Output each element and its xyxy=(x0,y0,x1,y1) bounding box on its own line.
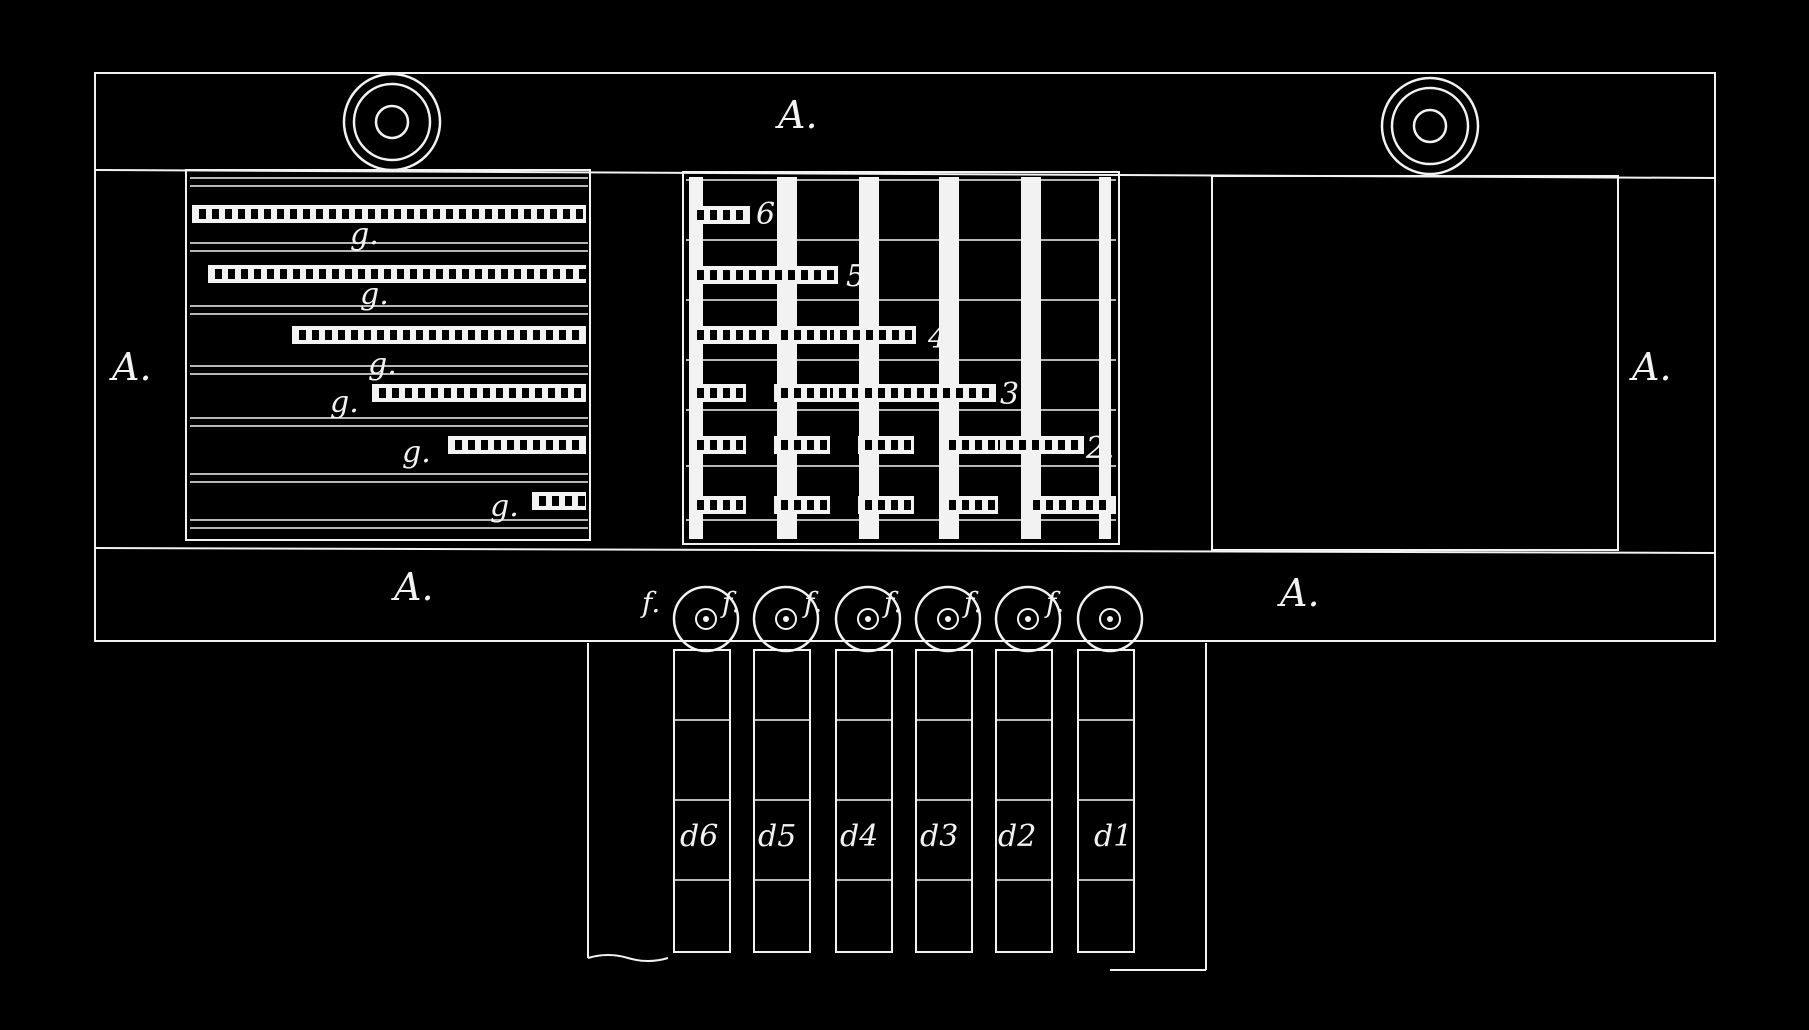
strip-label-6: d1 xyxy=(1094,819,1132,854)
frame-label-left: A. xyxy=(109,345,152,389)
comb-label-5: 2. xyxy=(1085,431,1115,466)
comb-label-3: 4. xyxy=(927,321,957,356)
roller-label-6: f. xyxy=(1044,586,1064,619)
roller-hub-3 xyxy=(857,608,879,630)
left-guide-panel-hatching xyxy=(190,177,588,529)
comb-segment-4-2 xyxy=(774,436,830,454)
card-strip-5 xyxy=(995,649,1053,953)
roller-hub-5 xyxy=(1017,608,1039,630)
comb-segment-2-1 xyxy=(690,326,746,344)
comb-segment-2-2 xyxy=(774,326,830,344)
frame-label-top: A. xyxy=(775,93,818,137)
strip-label-1: d6 xyxy=(680,819,718,854)
roller-axle-5 xyxy=(1025,616,1031,622)
card-strip-1 xyxy=(673,649,731,953)
comb-panel xyxy=(682,171,1120,545)
comb-segment-3-2 xyxy=(774,384,830,402)
roller-axle-2 xyxy=(783,616,789,622)
roller-label-2: f. xyxy=(720,586,740,619)
card-strip-4 xyxy=(915,649,973,953)
strip-label-5: d2 xyxy=(998,819,1036,854)
guide-bar-1 xyxy=(192,205,586,223)
frame-bottom-rail-line xyxy=(94,547,1716,554)
strip-label-2: d5 xyxy=(758,819,796,854)
frame-label-bottom-right: A. xyxy=(1277,571,1320,615)
guide-label-3: g. xyxy=(368,347,397,382)
outer-frame xyxy=(94,72,1716,642)
right-panel xyxy=(1211,175,1619,551)
guide-bar-5 xyxy=(448,436,586,454)
top-pulley-right xyxy=(1380,76,1480,176)
comb-segment-5-4 xyxy=(942,496,998,514)
comb-segment-4-4 xyxy=(942,436,998,454)
comb-segment-3-1 xyxy=(690,384,746,402)
guide-label-4: g. xyxy=(330,385,359,420)
comb-panel-rows xyxy=(686,179,1116,521)
guide-bar-2 xyxy=(208,265,586,283)
card-strip-3 xyxy=(835,649,893,953)
guide-label-1: g. xyxy=(350,217,379,252)
comb-panel-columns xyxy=(689,177,1111,539)
guide-label-5: g. xyxy=(402,435,431,470)
roller-axle-3 xyxy=(865,616,871,622)
strip-label-4: d3 xyxy=(920,819,958,854)
roller-hub-6 xyxy=(1099,608,1121,630)
comb-segment-5-1 xyxy=(690,496,746,514)
roller-axle-1 xyxy=(703,616,709,622)
comb-segment-1-1 xyxy=(690,266,746,284)
roller-hub-1 xyxy=(695,608,717,630)
comb-label-2: 5. xyxy=(846,259,875,294)
roller-hub-4 xyxy=(937,608,959,630)
roller-label-5: f. xyxy=(962,586,982,619)
comb-segment-3-3 xyxy=(858,384,914,402)
guide-bar-4 xyxy=(372,384,586,402)
top-pulley-left xyxy=(342,72,442,172)
comb-segment-4-1 xyxy=(690,436,746,454)
comb-segment-5-5 xyxy=(1026,496,1082,514)
roller-hub-2 xyxy=(775,608,797,630)
guide-bar-3 xyxy=(292,326,586,344)
comb-bar-1 xyxy=(690,206,750,224)
card-strip-6 xyxy=(1077,649,1135,953)
guide-label-2: g. xyxy=(360,277,389,312)
comb-segment-5-2 xyxy=(774,496,830,514)
strip-label-3: d4 xyxy=(840,819,878,854)
guide-bar-6 xyxy=(532,492,586,510)
roller-axle-6 xyxy=(1107,616,1113,622)
roller-label-1: f. xyxy=(640,586,660,619)
frame-label-right: A. xyxy=(1629,345,1672,389)
roller-label-3: f. xyxy=(802,586,822,619)
frame-label-bottom-left: A. xyxy=(391,565,434,609)
comb-segment-4-3 xyxy=(858,436,914,454)
comb-segment-5-3 xyxy=(858,496,914,514)
card-strip-2 xyxy=(753,649,811,953)
guide-label-6: g. xyxy=(490,489,519,524)
comb-label-4: 3 xyxy=(1000,377,1019,412)
roller-label-4: f. xyxy=(882,586,902,619)
strip-housing-bottom-edge xyxy=(587,954,669,962)
roller-axle-4 xyxy=(945,616,951,622)
comb-label-1: 6 xyxy=(756,197,775,232)
